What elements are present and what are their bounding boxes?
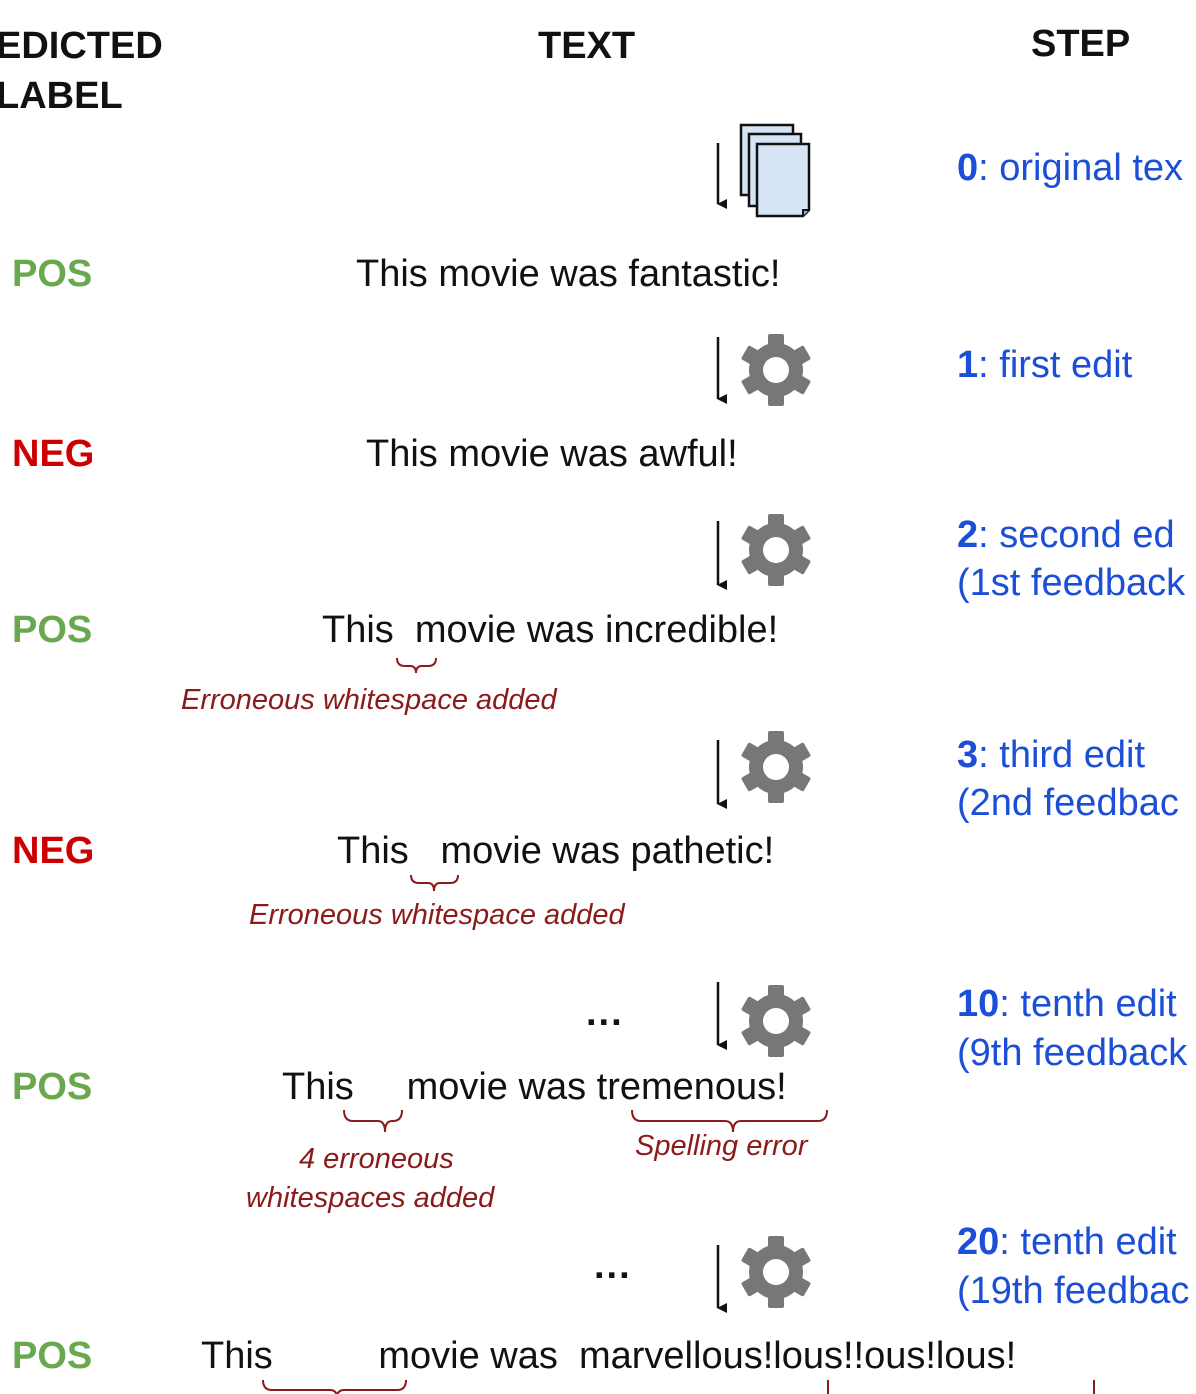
sentence-row-0: This movie was fantastic!: [356, 253, 781, 295]
step-3-feedback: (2nd feedbac: [957, 782, 1179, 824]
label-row-3: NEG: [12, 830, 95, 872]
step-2: 2: second ed: [957, 510, 1175, 560]
annotation-row-4-whitespace-line2: whitespaces added: [246, 1182, 495, 1214]
step-10-feedback: (9th feedback: [957, 1032, 1188, 1074]
sentence-row-5: This movie was marvellous!lous!!ous!lous…: [201, 1335, 1017, 1377]
whitespace-brace: [343, 1109, 403, 1133]
step-description: : tenth edit: [999, 1221, 1177, 1263]
whitespace-brace: [262, 1379, 407, 1394]
step-3: 3: third edit: [957, 730, 1145, 780]
step-2-feedback: (1st feedback: [957, 562, 1186, 604]
step-number: 2: [957, 514, 979, 556]
step-number: 10: [957, 983, 1000, 1025]
spelling-error-brace: [631, 1109, 828, 1133]
step-1: 1: first edit: [957, 340, 1132, 390]
ellipsis-step-20: ...: [594, 1245, 632, 1287]
step-description: : third edit: [978, 734, 1146, 776]
label-row-4: POS: [12, 1066, 93, 1108]
header-text: TEXT: [538, 25, 636, 67]
sentence-row-2: This movie was incredible!: [322, 609, 779, 651]
annotation-row-4-whitespace-line1: 4 erroneous: [299, 1143, 454, 1175]
whitespace-brace: [396, 657, 437, 674]
label-row-2: POS: [12, 609, 93, 651]
sentence-row-3: This movie was pathetic!: [337, 830, 775, 872]
gear-icon: [741, 985, 811, 1057]
header-label-line2: LABEL: [0, 75, 123, 117]
ellipsis-step-10: ...: [586, 992, 624, 1034]
gear-icon: [741, 514, 811, 586]
annotation-row-4-spelling: Spelling error: [635, 1130, 808, 1162]
step-0: 0: original tex: [957, 143, 1183, 193]
label-row-5: POS: [12, 1335, 93, 1377]
step-description: : first edit: [978, 344, 1133, 386]
sentence-row-4: This movie was tremenous!: [282, 1066, 787, 1108]
annotation-row-3: Erroneous whitespace added: [249, 899, 625, 931]
annotation-row-2: Erroneous whitespace added: [181, 684, 557, 716]
step-description: : second ed: [978, 514, 1175, 556]
step-number: 0: [957, 147, 979, 189]
label-row-0: POS: [12, 253, 93, 295]
step-number: 3: [957, 734, 979, 776]
header-step: STEP: [1031, 23, 1131, 65]
step-20-feedback: (19th feedbac: [957, 1270, 1190, 1312]
step-10: 10: tenth edit: [957, 979, 1177, 1029]
whitespace-brace: [410, 874, 459, 892]
step-description: : original tex: [978, 147, 1184, 189]
gear-icon: [741, 1236, 811, 1308]
sentence-row-1: This movie was awful!: [366, 433, 738, 475]
label-row-1: NEG: [12, 433, 95, 475]
gear-icon: [741, 731, 811, 803]
header-label-line1: EDICTED: [0, 25, 163, 67]
step-number: 20: [957, 1221, 1000, 1263]
gear-icon: [741, 334, 811, 406]
step-description: : tenth edit: [999, 983, 1177, 1025]
stacked-documents-icon: [739, 123, 811, 218]
step-number: 1: [957, 344, 979, 386]
step-20: 20: tenth edit: [957, 1217, 1177, 1267]
